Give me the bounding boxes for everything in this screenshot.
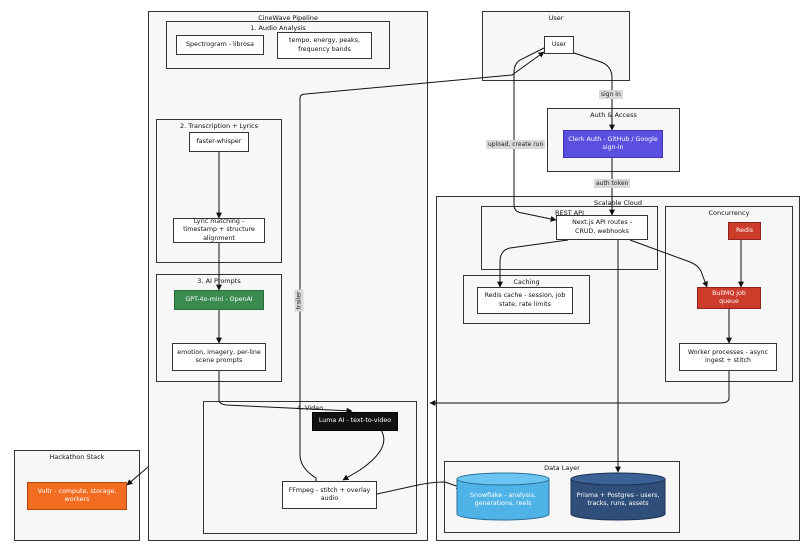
node-worker-processes[interactable]: Worker processes - async ingest + stitch [679,343,777,371]
cluster-title: Caching [513,278,540,286]
cluster-title: Data Layer [544,464,580,472]
node-faster-whisper[interactable]: faster-whisper [189,132,249,152]
edge-label-upload: upload, create run [486,140,546,149]
edge-ffmpeg-snowflake [376,481,463,495]
node-bullmq[interactable]: BullMQ job queue [697,287,761,309]
cluster-title: Concurrency [708,209,750,217]
cluster-title: CineWave Pipeline [258,14,318,22]
node-lyric-matching[interactable]: Lyric matching - timestamp + structure a… [173,218,265,243]
node-tempo-energy[interactable]: tempo, energy, peaks, frequency bands [277,32,372,59]
node-spectrogram[interactable]: Spectrogram - librosa [176,35,264,55]
edge-nextjs-bullmq [629,239,708,288]
edge-user-nextjs [513,47,557,222]
edge-worker-video [429,371,730,406]
edge-label-trailer: trailer [294,289,304,312]
cluster-title: User [548,14,564,22]
edge-pipeline-vultr [126,466,149,486]
edge-emotion-luma [218,371,353,414]
edge-user-clerk [573,52,615,131]
db-snowflake-shape[interactable] [456,472,550,522]
node-emotion-prompts[interactable]: emotion, imagery, per-line scene prompts [172,343,266,371]
node-luma-ai[interactable]: Luma AI - text-to-video [312,412,398,431]
db-prisma-shape[interactable] [570,472,666,522]
node-redis[interactable]: Redis [728,222,761,240]
node-nextjs-api[interactable]: Next.js API routes - CRUD, webhooks [556,215,648,240]
edge-nextjs-cache [497,239,569,288]
cluster-title: REST API [554,209,585,217]
edge-luma-ffmpeg [342,429,385,481]
cluster-title: Auth & Access [590,111,637,119]
edge-label-auth-token: auth token [594,179,631,188]
node-gpt-4o-mini[interactable]: GPT-4o-mini - OpenAI [174,290,264,310]
cluster-title: Scalable Cloud [593,199,643,207]
node-clerk-auth[interactable]: Clerk Auth - GitHub / Google sign-in [563,130,663,158]
edge-ffmpeg-user-trailer [299,51,545,482]
node-vultr[interactable]: Vultr - compute, storage, workers [27,482,127,510]
cluster-title: Hackathon Stack [49,453,105,461]
node-redis-cache[interactable]: Redis cache - session, job state, rate l… [477,287,573,314]
edge-label-sign-in: sign in [599,90,623,99]
cluster-title: 1. Audio Analysis [250,24,306,32]
cluster-title: 4. Video [296,404,324,412]
node-ffmpeg[interactable]: FFmpeg - stitch + overlay audio [282,481,377,509]
db-snowflake[interactable]: Snowflake - analysis, generations, reels [470,491,536,508]
cluster-title: 2. Transcription + Lyrics [180,122,258,130]
db-prisma[interactable]: Prisma + Postgres - users, tracks, runs,… [576,491,660,508]
node-user[interactable]: User [544,36,574,54]
